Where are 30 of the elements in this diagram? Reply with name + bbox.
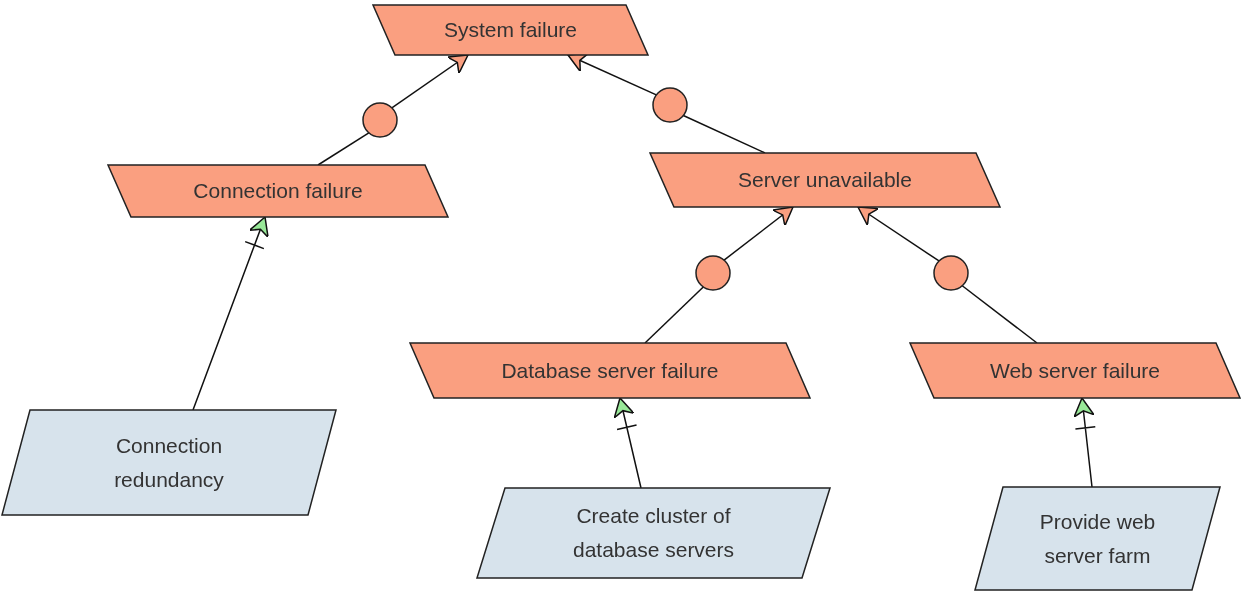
connector-line <box>682 114 766 154</box>
parallelogram-box <box>2 410 336 515</box>
parallelogram-box <box>108 165 448 217</box>
node-label: Web server failure <box>990 357 1160 384</box>
circle-node <box>653 88 687 122</box>
circle-node <box>934 256 968 290</box>
connector-line <box>644 286 705 344</box>
parallelogram-box <box>975 487 1220 590</box>
connector-line <box>961 285 1038 344</box>
parallelogram-box <box>650 153 1000 207</box>
node-label: Database server failure <box>501 357 719 384</box>
arrow <box>723 206 794 261</box>
parallelogram-box <box>373 5 648 55</box>
arrow <box>1073 397 1097 488</box>
node-label: Server unavailable <box>738 167 912 194</box>
circle-node <box>363 103 397 137</box>
node-label: Connection redundancy <box>113 432 225 493</box>
arrow <box>613 397 642 489</box>
node-label: Provide web server farm <box>1038 508 1157 569</box>
parallelogram-box <box>410 343 810 398</box>
arrow <box>391 54 469 109</box>
arrow <box>192 216 269 411</box>
node-label: System failure <box>443 17 577 44</box>
node-label: Create cluster of database servers <box>571 503 736 563</box>
node-label: Connection failure <box>193 178 363 205</box>
connector-line <box>317 132 370 166</box>
parallelogram-box <box>477 488 830 578</box>
parallelogram-box <box>910 343 1240 398</box>
circle-node <box>696 256 730 290</box>
arrow <box>857 206 940 262</box>
